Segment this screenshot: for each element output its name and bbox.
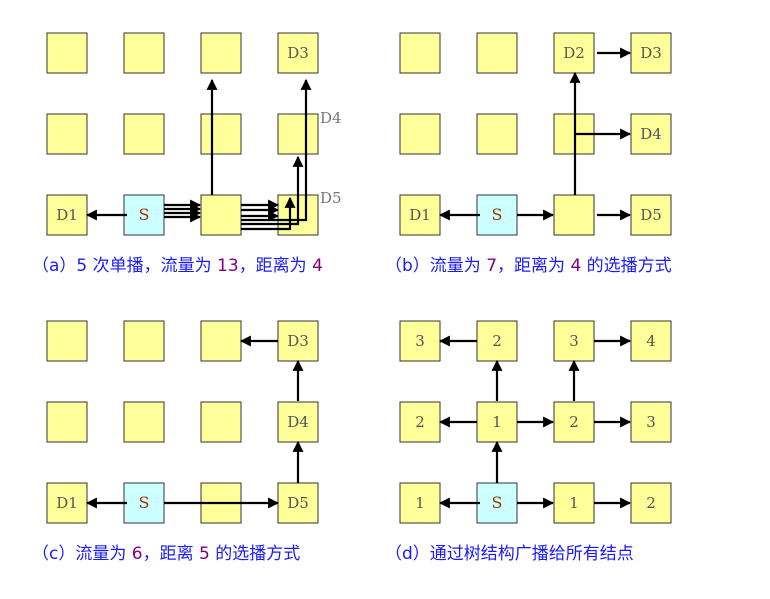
node-c02 [200,320,242,362]
node-label-c23: D5 [287,494,309,512]
node-label-a20: D1 [56,206,78,224]
caption-text: 的选播方式 [581,256,672,276]
side-label-d4: D4 [320,109,342,127]
node-label-c03: D3 [287,332,309,350]
node-label-b21: S [492,205,503,224]
caption-text: ，距离为 [497,256,571,276]
node-label-a03: D3 [287,44,309,62]
node-a11 [123,113,165,155]
node-a02 [200,32,242,74]
node-a01 [123,32,165,74]
node-label-d03: 4 [646,332,656,350]
node-d10 [399,401,441,443]
node-label-c13: D4 [287,413,309,431]
node-b22 [553,194,595,236]
node-c11 [123,401,165,443]
node-label-d02: 3 [569,332,579,350]
node-d00 [399,320,441,362]
node-label-b03: D3 [640,44,662,62]
node-c10 [46,401,88,443]
caption-number: 5 [199,544,210,564]
caption-c: （c）流量为 6，距离 5 的选播方式 [32,544,300,564]
node-a00 [46,32,88,74]
node-label-b02: D2 [563,44,585,62]
node-label-b13: D4 [640,125,662,143]
arrow-a-up-d4 [241,155,304,226]
node-c12 [200,401,242,443]
caption-d: （d）通过树结构广播给所有结点 [385,544,634,564]
caption-number: 6 [131,544,143,564]
caption-text: （b）流量为 [385,256,487,276]
arrow-a-to-d5 [241,196,296,231]
caption-text: ，距离为 [238,256,313,276]
node-label-c20: D1 [56,494,78,512]
node-c20 [46,482,88,524]
node-d13 [630,401,672,443]
node-label-d00: 3 [415,332,425,350]
arrow-a-up-d3 [241,78,312,222]
node-label-d12: 2 [569,413,579,431]
node-b20 [399,194,441,236]
node-label-d20: 1 [415,494,425,512]
node-d11 [476,401,518,443]
node-label-c21: S [139,493,150,512]
node-a10 [46,113,88,155]
node-a03 [277,32,319,74]
node-d01 [476,320,518,362]
node-d03 [630,320,672,362]
node-label-d23: 2 [646,494,656,512]
node-a12 [200,113,242,155]
node-label-b20: D1 [409,206,431,224]
node-a20 [46,194,88,236]
node-b23 [630,194,672,236]
node-d02 [553,320,595,362]
node-b11 [476,113,518,155]
node-label-b23: D5 [640,206,662,224]
node-label-d21: S [492,493,503,512]
node-label-d13: 3 [646,413,656,431]
caption-number: 7 [486,256,498,276]
node-b01 [476,32,518,74]
node-label-d22: 1 [569,494,579,512]
caption-text: ，距离 [142,544,199,564]
caption-text: （a）5 次单播，流量为 [32,256,218,276]
caption-a: （a）5 次单播，流量为 13，距离为 4 [32,256,323,276]
caption-b: （b）流量为 7，距离为 4 的选播方式 [385,256,672,276]
side-label-d5: D5 [320,189,342,207]
caption-text: （c）流量为 [32,544,132,564]
node-label-d10: 2 [415,413,425,431]
node-c01 [123,320,165,362]
node-a22 [200,194,242,236]
caption-text: 的选播方式 [209,544,301,564]
node-a21 [123,194,165,236]
node-a13 [277,113,319,155]
node-b21 [476,194,518,236]
node-label-a21: S [139,205,150,224]
caption-number: 4 [570,256,582,276]
node-c03 [277,320,319,362]
caption-number: 13 [217,256,239,276]
node-label-d01: 2 [492,332,502,350]
caption-text: （d）通过树结构广播给所有结点 [385,544,634,564]
node-d22 [553,482,595,524]
node-c00 [46,320,88,362]
node-label-d11: 1 [492,413,502,431]
node-b00 [399,32,441,74]
node-d23 [630,482,672,524]
caption-number: 4 [312,256,323,276]
node-b10 [399,113,441,155]
